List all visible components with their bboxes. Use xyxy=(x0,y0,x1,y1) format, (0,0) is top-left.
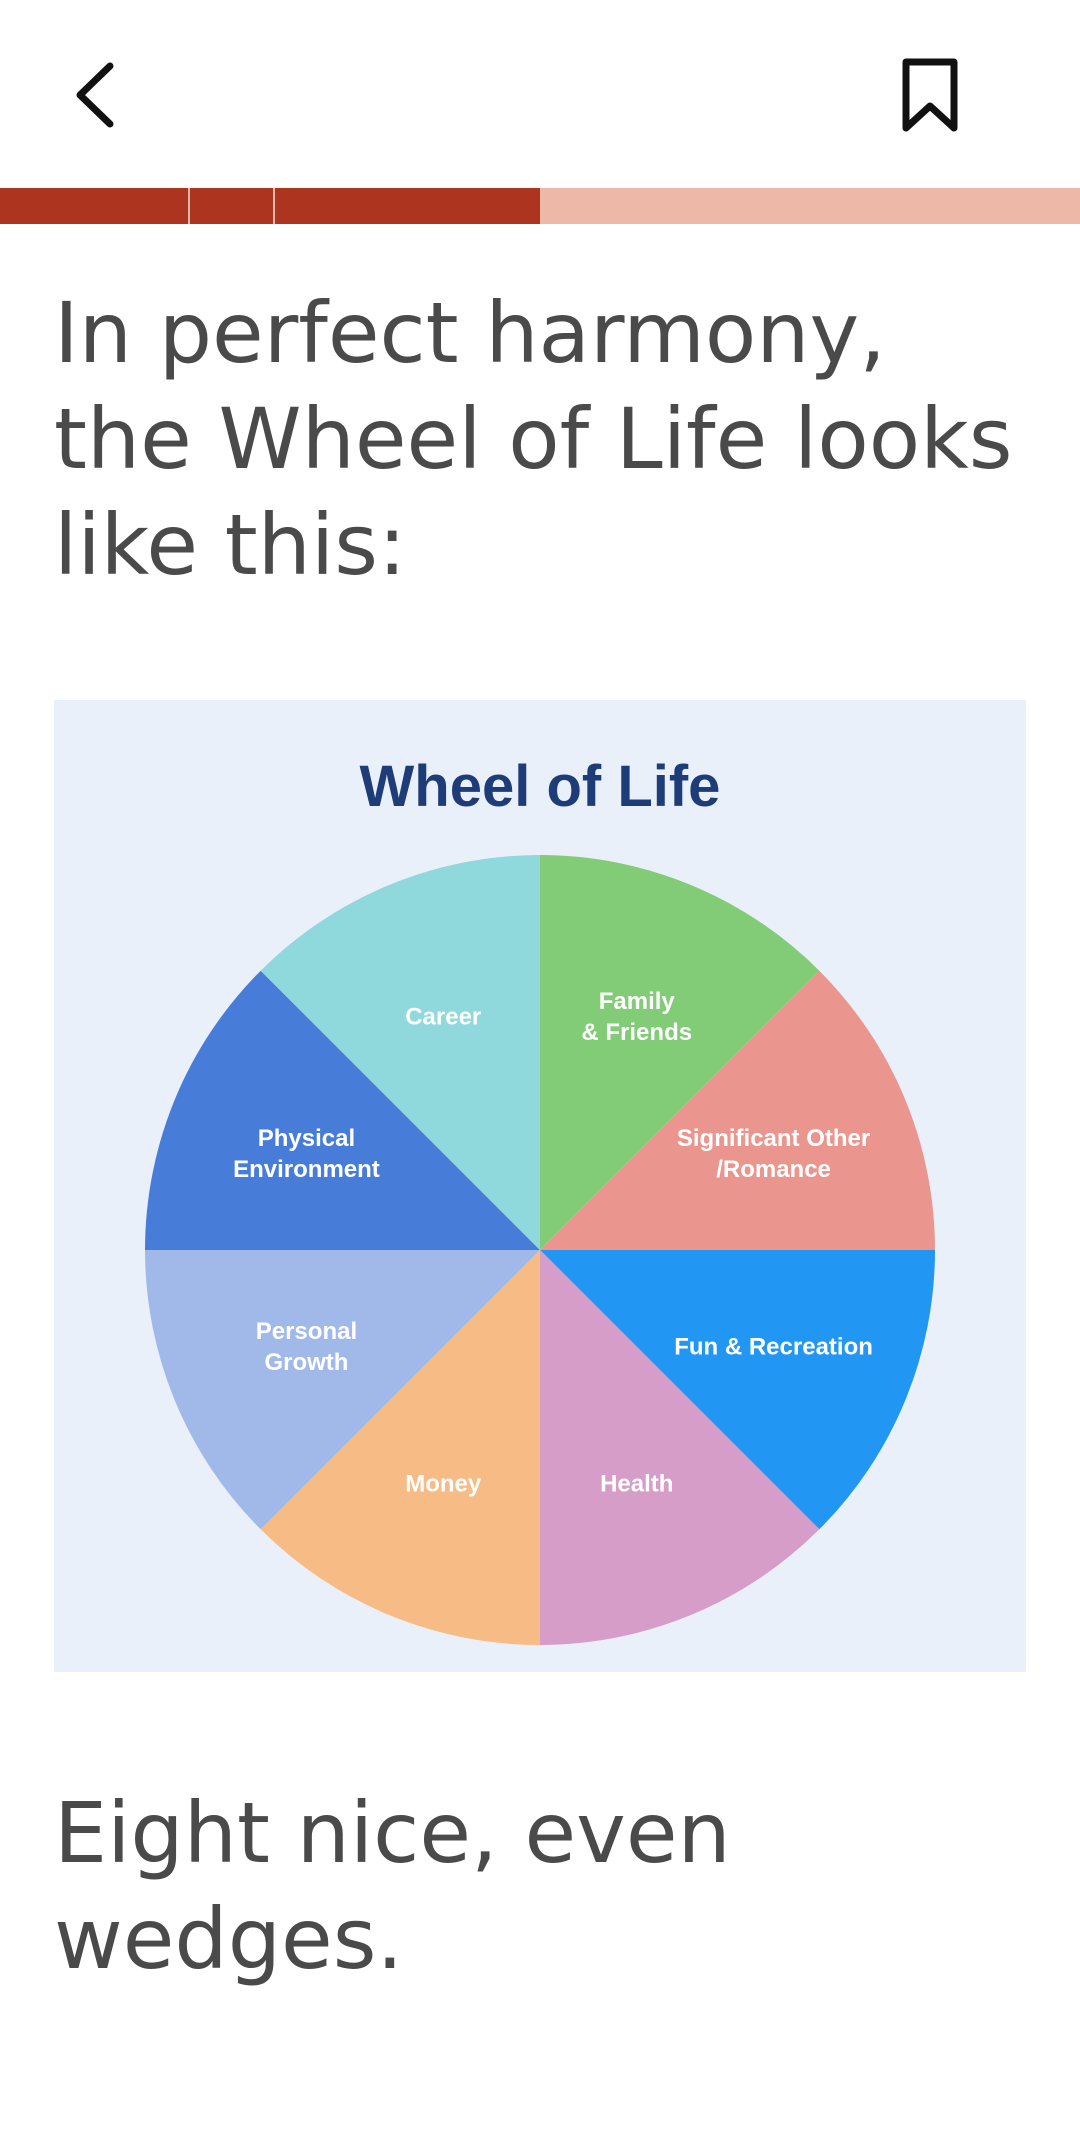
progress-segment xyxy=(190,188,273,224)
slice-label: Significant Other/Romance xyxy=(677,1125,870,1183)
progress-segment xyxy=(275,188,540,224)
pie-slice xyxy=(260,855,540,1250)
closing-text: Eight nice, even wedges. xyxy=(54,1784,731,1988)
chart-title: Wheel of Life xyxy=(360,754,721,819)
slice-label-line: Growth xyxy=(264,1349,348,1376)
bookmark-button[interactable] xyxy=(890,50,970,140)
slice-label: Family & Friends xyxy=(581,988,692,1046)
back-button[interactable] xyxy=(60,50,130,140)
slice-label-line: Personal xyxy=(256,1318,357,1345)
pie-chart: Wheel of Life Family & FriendsSignificant… xyxy=(145,754,935,1645)
progress-segment xyxy=(0,188,188,224)
slice-label-line: Career xyxy=(405,1003,481,1030)
slice-label: Fun & Recreation xyxy=(674,1334,873,1361)
pie-slice xyxy=(540,1250,820,1645)
slice-label-line: /Romance xyxy=(716,1156,831,1183)
progress-bar xyxy=(0,188,1080,224)
slice-label-line: Health xyxy=(600,1471,673,1498)
pie-slice xyxy=(540,855,820,1250)
slice-label-line: Family xyxy=(599,988,676,1015)
slice-label-line: Environment xyxy=(233,1156,380,1183)
top-bar xyxy=(0,0,1080,188)
bookmark-icon xyxy=(902,58,958,132)
pie-slice xyxy=(540,1250,935,1530)
slice-label-line: Fun & Recreation xyxy=(674,1334,873,1361)
slice-label-line: Money xyxy=(405,1471,482,1498)
pie-slice xyxy=(260,1250,540,1645)
pie-slice xyxy=(145,970,540,1250)
slice-label-line: & Friends xyxy=(581,1019,692,1046)
pie-slice xyxy=(145,1250,540,1530)
slice-label: Money xyxy=(405,1471,482,1498)
slice-label: Career xyxy=(405,1003,481,1030)
slice-label-line: Physical xyxy=(258,1125,355,1152)
slice-label-line: Significant Other xyxy=(677,1125,870,1152)
chevron-left-icon xyxy=(76,62,114,128)
page-heading: In perfect harmony, the Wheel of Life lo… xyxy=(54,284,1013,594)
pie-slice xyxy=(540,970,935,1250)
slice-label: Health xyxy=(600,1471,673,1498)
